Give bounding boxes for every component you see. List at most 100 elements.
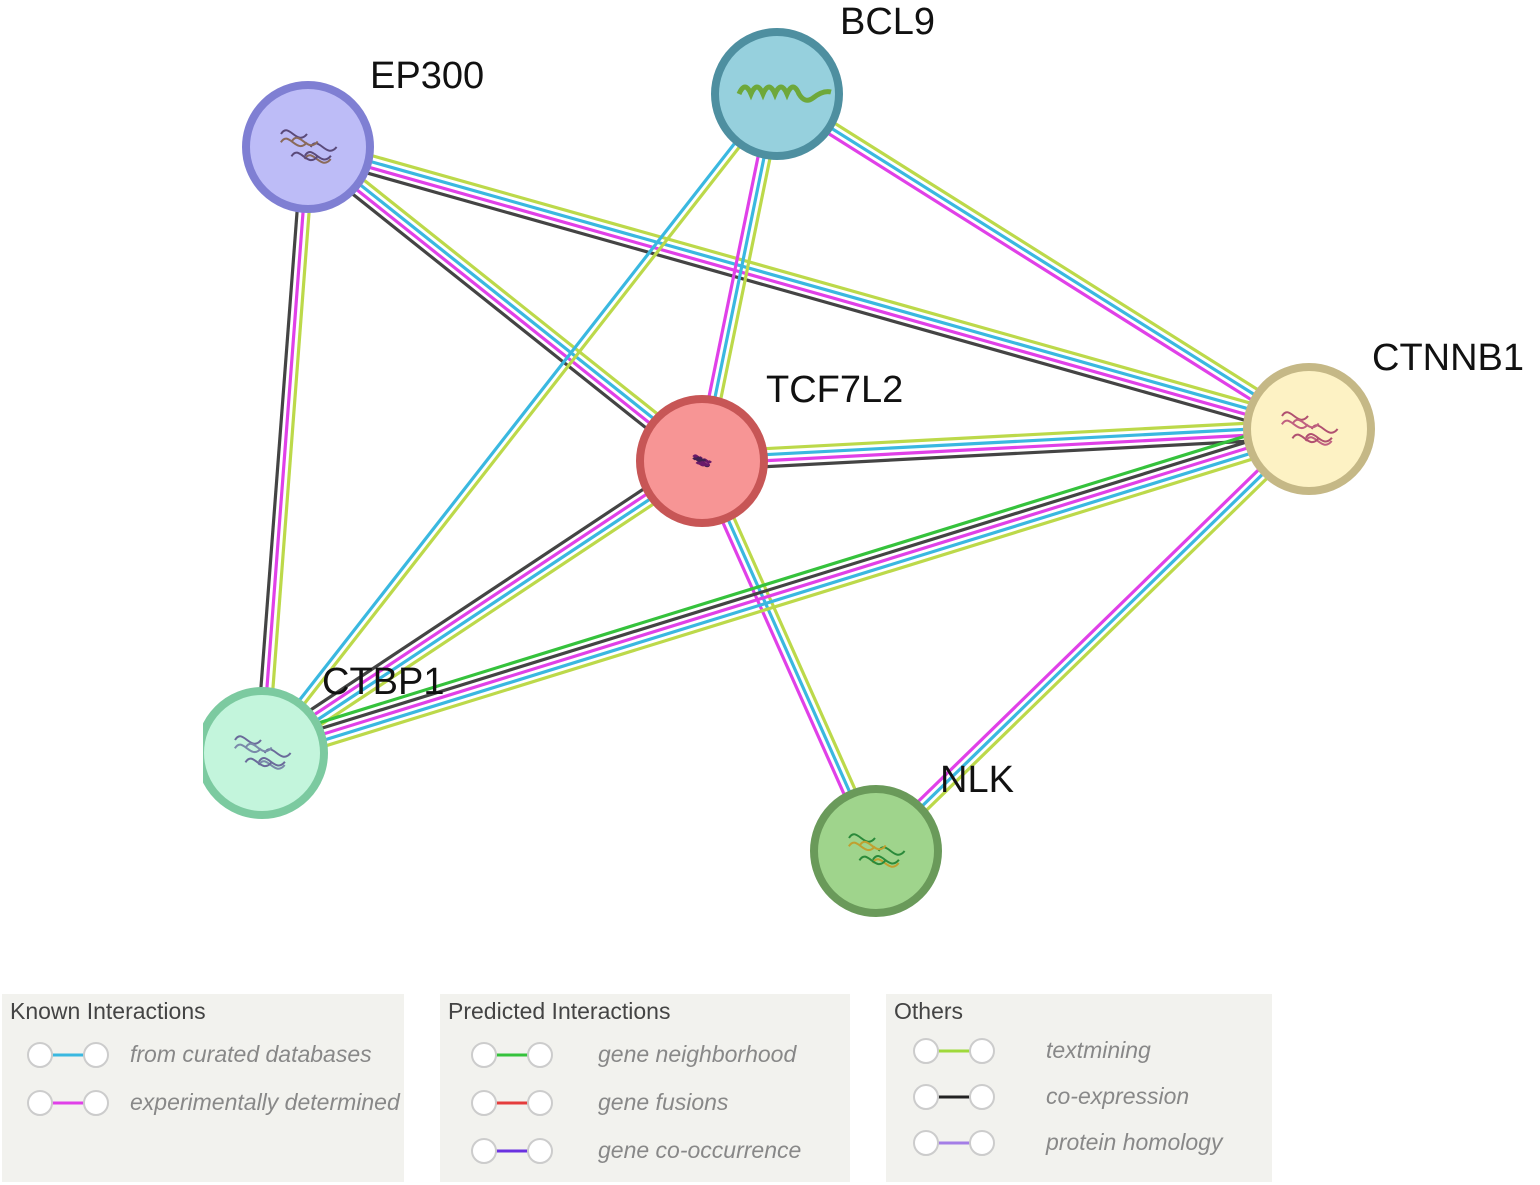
edge-line-coexpression — [259, 421, 1308, 749]
edge-line-textmining — [779, 87, 1314, 426]
edge-line-neighborhood — [257, 416, 1306, 744]
node-ctnnb1[interactable]: CTNNB1 — [1243, 337, 1524, 495]
legend-item-gene-fusions: gene fusions — [440, 1086, 850, 1120]
edge-line-database — [776, 92, 1310, 431]
edge-line-database — [308, 143, 705, 460]
edge-line-textmining — [701, 418, 1309, 454]
edge-line-coexpression — [254, 146, 304, 753]
legend-item-curated-databases: from curated databases — [2, 1038, 404, 1072]
edge-line-database — [701, 424, 1309, 460]
legend-item-experimentally-determined: experimentally determined — [2, 1086, 404, 1120]
experimentally-determined-swatch-icon — [27, 1090, 109, 1116]
edge-line-textmining — [310, 136, 1312, 422]
legend-item-protein-homology: protein homology — [886, 1126, 1272, 1160]
curated-databases-swatch-icon — [27, 1042, 109, 1068]
protein-homology-swatch-icon — [913, 1130, 995, 1156]
edge-tcf7l2-ctbp1[interactable] — [256, 452, 708, 762]
edge-line-coexpression — [301, 152, 698, 470]
legend-known-title: Known Interactions — [10, 998, 206, 1024]
edge-line-database — [308, 142, 1311, 428]
node-ctbp1[interactable]: CTBP1 — [196, 661, 444, 819]
node-circle[interactable] — [1243, 363, 1375, 495]
left-edge-mask — [0, 660, 203, 860]
legend-label-curated-databases: from curated databases — [130, 1041, 372, 1067]
edge-ctnnb1-nlk[interactable] — [870, 423, 1315, 857]
edge-ctnnb1-ctbp1[interactable] — [257, 416, 1314, 766]
edge-line-textmining — [879, 432, 1315, 857]
edge-line-textmining — [266, 147, 316, 754]
edge-line-database — [262, 462, 705, 757]
gene-neighborhood-swatch-icon — [471, 1042, 553, 1068]
edge-line-experimental — [702, 430, 1310, 466]
edge-line-coexpression — [702, 436, 1310, 472]
textmining-swatch-icon — [913, 1038, 995, 1064]
node-label-ep300: EP300 — [370, 55, 484, 97]
edge-line-database — [700, 460, 878, 852]
legend-others-title: Others — [894, 998, 964, 1024]
protein-structure-icon — [234, 735, 292, 770]
legend-label-protein-homology: protein homology — [1046, 1129, 1223, 1155]
legend-label-gene-fusions: gene fusions — [598, 1089, 729, 1115]
gene-fusions-swatch-icon — [471, 1090, 553, 1116]
legend-item-gene-neighborhood: gene neighborhood — [440, 1038, 850, 1072]
node-tcf7l2[interactable]: TCF7L2 — [636, 369, 903, 527]
edge-line-experimental — [695, 462, 872, 855]
edge-tcf7l2-ctnnb1[interactable] — [701, 418, 1310, 472]
edge-line-experimental — [261, 427, 1310, 755]
edge-line-textmining — [706, 457, 883, 850]
legend-item-textmining: textmining — [886, 1034, 1272, 1068]
node-label-ctbp1: CTBP1 — [322, 661, 444, 703]
legend-known-interactions: Known Interactions from curated database… — [2, 994, 404, 1182]
legend-predicted-title: Predicted Interactions — [448, 998, 671, 1024]
legend-label-gene-co-occurrence: gene co-occurrence — [598, 1137, 802, 1163]
edge-ep300-ctbp1[interactable] — [254, 146, 316, 754]
node-nlk[interactable]: NLK — [810, 759, 1014, 917]
protein-structure-icon — [848, 833, 906, 868]
node-circle[interactable] — [196, 687, 328, 819]
protein-structure-icon — [692, 454, 712, 468]
legend-label-co-expression: co-expression — [1046, 1083, 1190, 1109]
node-label-bcl9: BCL9 — [840, 1, 935, 43]
node-label-tcf7l2: TCF7L2 — [766, 369, 903, 411]
edge-line-experimental — [259, 457, 702, 752]
legend-others: Others textmining co-expression protein … — [886, 994, 1272, 1182]
edge-line-textmining — [266, 467, 708, 762]
edge-line-database — [874, 427, 1311, 853]
edge-line-coexpression — [305, 154, 1307, 440]
edge-line-experimental — [260, 146, 310, 754]
legend-label-gene-neighborhood: gene neighborhood — [598, 1041, 797, 1067]
edge-line-coexpression — [256, 452, 698, 747]
edge-line-experimental — [306, 148, 1309, 434]
edge-line-database — [263, 433, 1312, 761]
edge-ep300-ctnnb1[interactable] — [305, 136, 1312, 440]
node-label-ctnnb1: CTNNB1 — [1372, 337, 1524, 379]
legend-label-textmining: textmining — [1046, 1037, 1151, 1063]
edge-tcf7l2-nlk[interactable] — [695, 457, 883, 855]
edge-bcl9-ctnnb1[interactable] — [772, 87, 1314, 436]
edge-line-database — [258, 91, 776, 753]
protein-structure-icon — [1281, 411, 1339, 446]
co-expression-swatch-icon — [913, 1084, 995, 1110]
legend-predicted-interactions: Predicted Interactions gene neighborhood… — [440, 994, 850, 1182]
protein-structure-icon — [280, 129, 338, 164]
edge-line-textmining — [312, 138, 709, 456]
node-circle[interactable] — [810, 785, 942, 917]
helix-icon — [736, 84, 832, 103]
edge-line-experimental — [772, 97, 1307, 436]
edge-line-textmining — [263, 94, 781, 756]
edge-ep300-tcf7l2[interactable] — [301, 138, 709, 470]
node-ep300[interactable]: EP300 — [242, 55, 484, 213]
legend-label-experimentally-determined: experimentally determined — [130, 1089, 400, 1115]
edges-layer — [254, 87, 1315, 857]
node-bcl9[interactable]: BCL9 — [711, 1, 935, 160]
gene-co-occurrence-swatch-icon — [471, 1138, 553, 1164]
node-label-nlk: NLK — [940, 759, 1014, 801]
edge-line-experimental — [305, 148, 702, 465]
edge-line-textmining — [265, 438, 1314, 766]
node-circle[interactable] — [242, 81, 374, 213]
edge-bcl9-ctbp1[interactable] — [258, 91, 781, 756]
legend-item-gene-co-occurrence: gene co-occurrence — [440, 1134, 850, 1168]
legend-item-co-expression: co-expression — [886, 1080, 1272, 1114]
